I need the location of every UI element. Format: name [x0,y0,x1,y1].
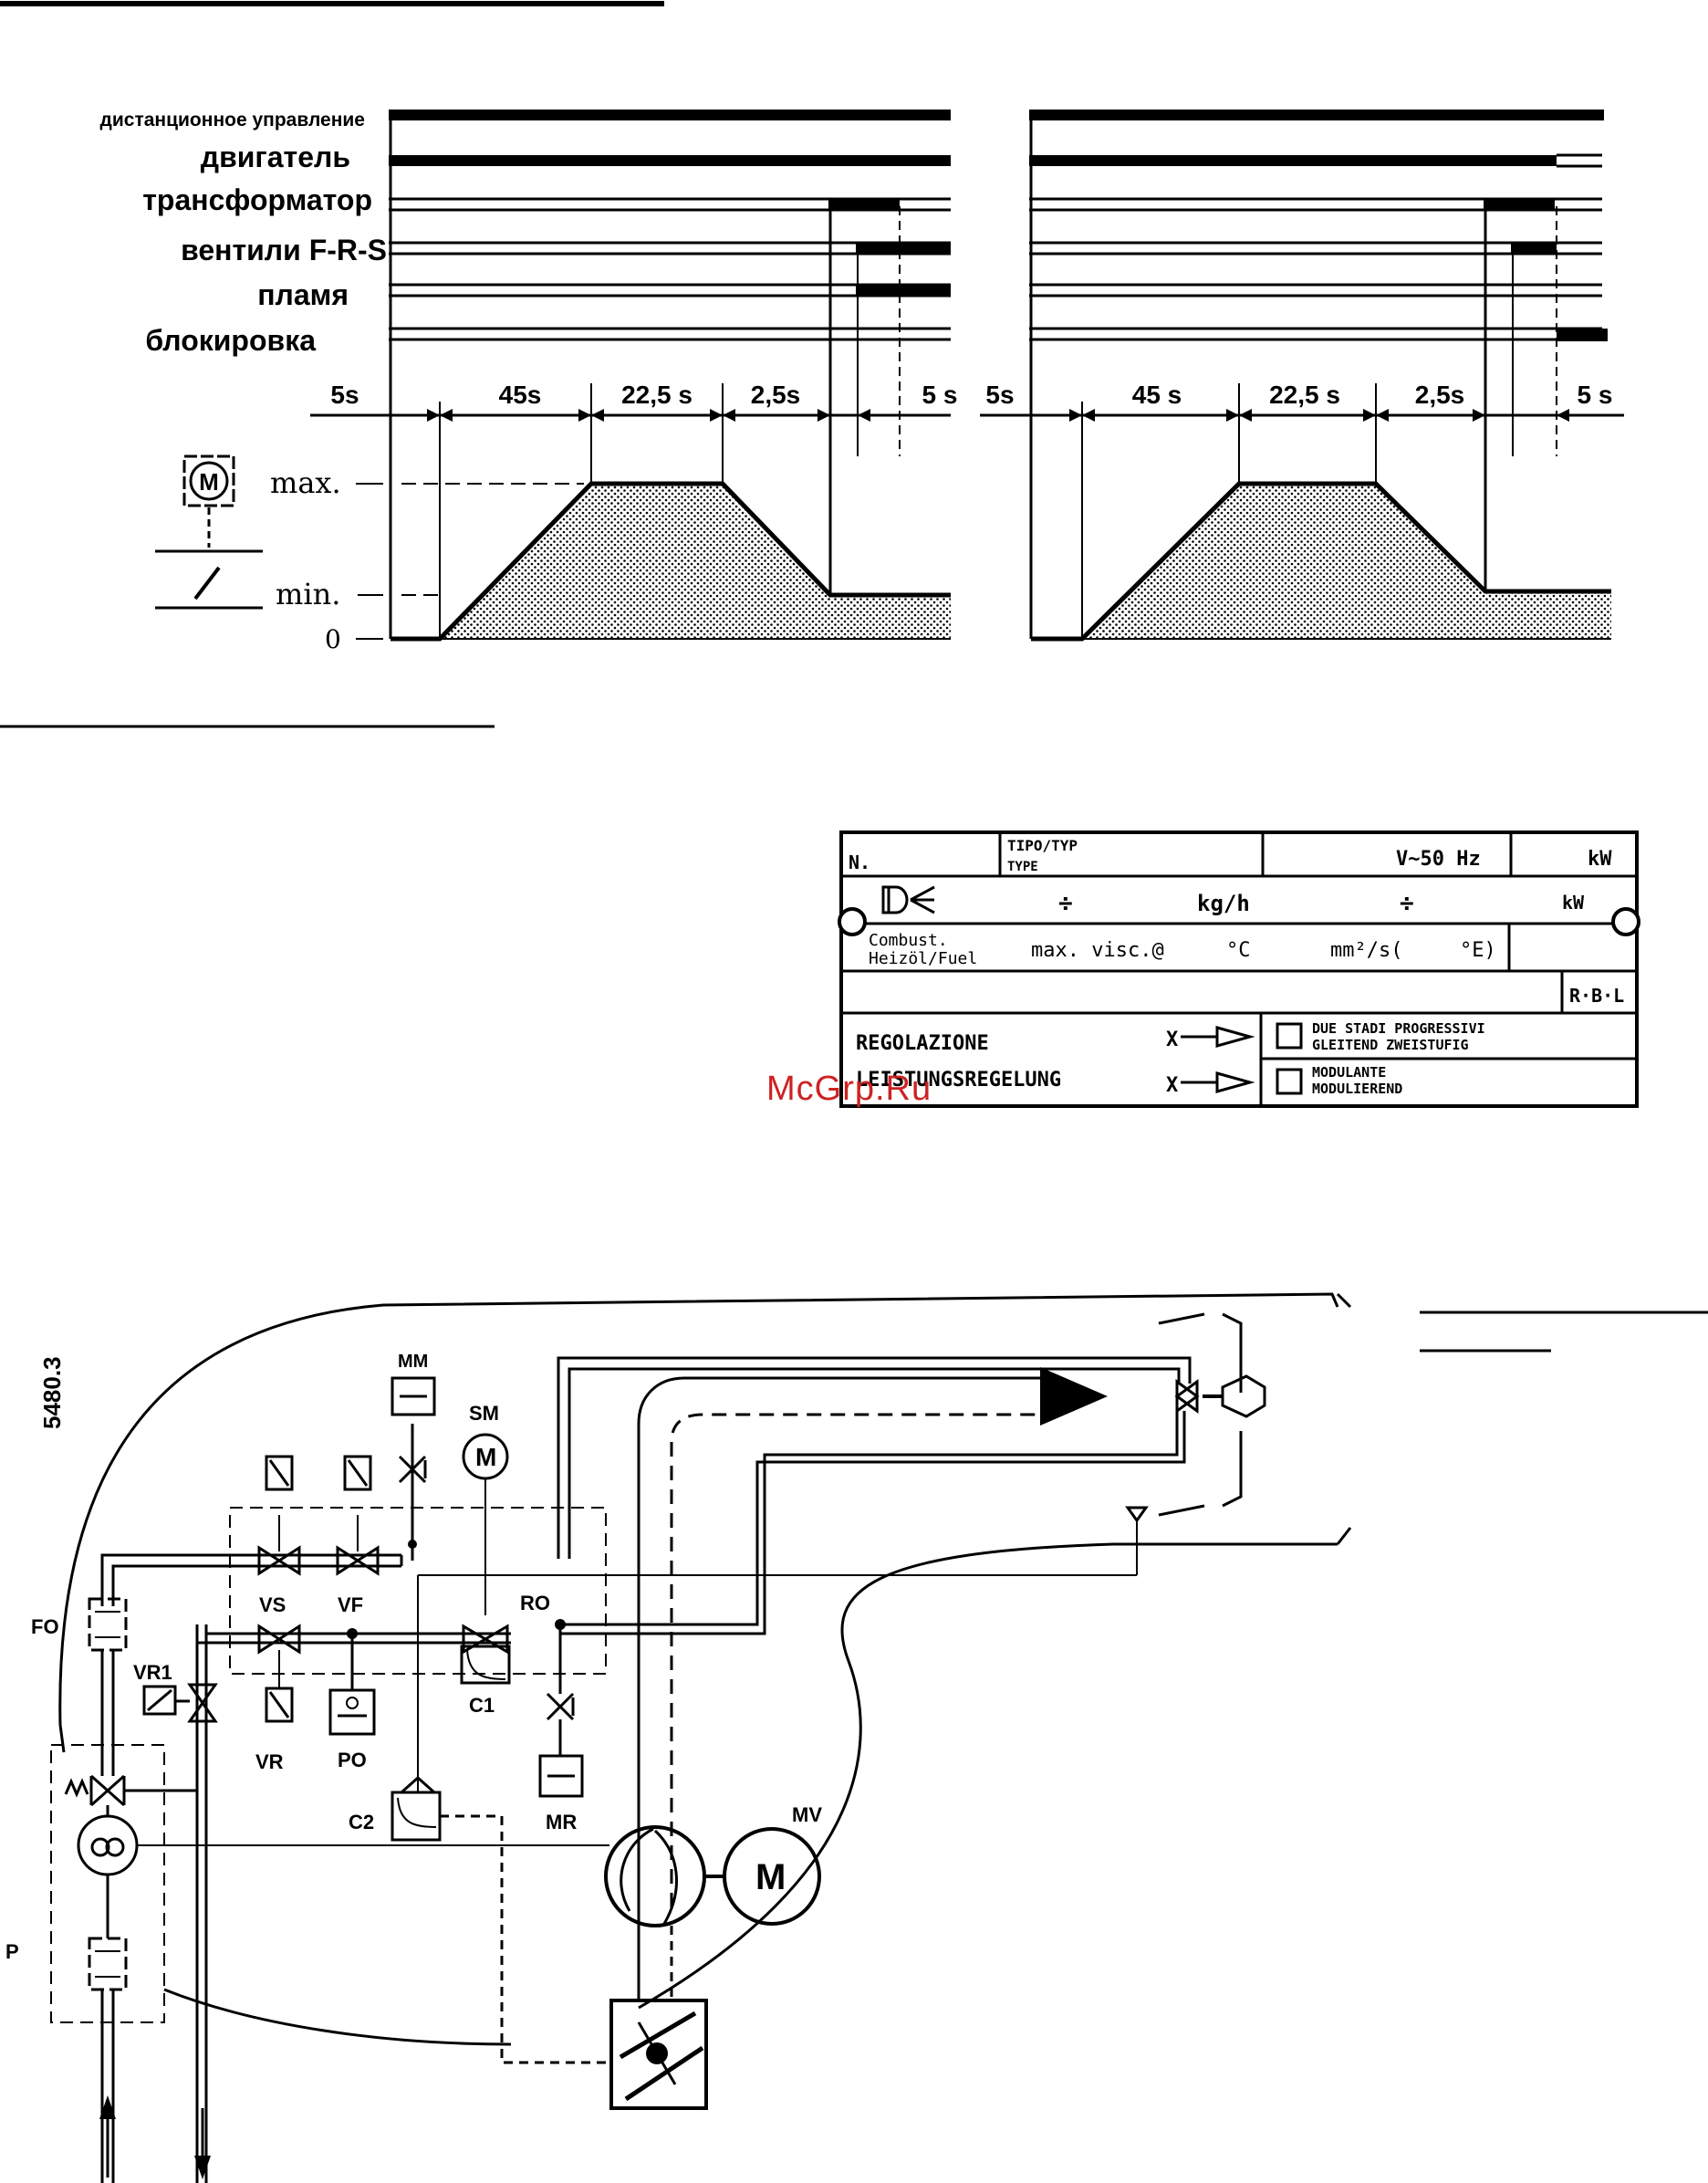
signal-label-valves: вентили F-R-S [181,234,387,266]
np-gleitend: GLEITEND ZWEISTUFIG [1312,1037,1469,1053]
lbl-p: P [5,1940,19,1963]
hydraulic-schematic [50,1292,1352,2183]
np-maxvisc: max. visc.@ [1031,939,1164,962]
lbl-vr1: VR1 [133,1661,172,1684]
level-max-label: max. [270,465,341,500]
timing-right [980,110,1624,642]
np-tipo: TIPO/TYP [1007,837,1078,854]
lbl-m-sm: M [475,1443,496,1471]
schematic-labels: 5480.3 MM SM M VS VF RO C1 FO VR1 VR PO … [5,1352,822,1963]
np-div1: ÷ [1058,890,1073,917]
dur-right-ignition: 5 s [1578,381,1613,409]
lbl-ro: RO [520,1592,550,1614]
lbl-vs: VS [259,1593,286,1616]
lbl-vf: VF [338,1593,363,1616]
np-kw: kW [1588,848,1612,871]
servomotor-m-label: M [199,468,219,496]
np-dege: °E) [1460,939,1496,962]
np-kgh: kg/h [1197,891,1250,916]
dur-right-max: 22,5 s [1269,381,1340,409]
np-type: TYPE [1007,860,1038,874]
np-kw2: kW [1562,892,1585,914]
dur-left-closing: 2,5s [751,381,801,409]
np-degc: °C [1226,939,1251,962]
watermark-text: McGrp.Ru [766,1070,932,1108]
servomotor-symbol [155,454,263,610]
lbl-mm: MM [398,1352,428,1372]
dur-left-opening: 45s [499,381,542,409]
np-combust: Combust. [869,931,948,950]
signal-label-motor: двигатель [201,141,350,173]
np-regolazione: REGOLAZIONE [856,1032,989,1055]
dur-left-ignition: 5 s [922,381,958,409]
signal-label-transformer: трансформатор [142,183,372,216]
lbl-drawing-no: 5480.3 [38,1356,66,1429]
dur-right-closing: 2,5s [1415,381,1465,409]
np-x2: X [1166,1074,1178,1097]
np-voltage: V~50 Hz [1396,848,1481,871]
np-heizol: Heizöl/Fuel [869,949,977,968]
nameplate-text: N. TIPO/TYP TYPE V~50 Hz kW ÷ kg/h ÷ kW … [849,837,1624,1097]
level-min-label: min. [276,577,340,611]
np-mm2s: mm²/s( [1330,939,1402,962]
lbl-mv: MV [792,1803,822,1826]
level-zero-label: 0 [325,624,341,654]
timing-diagram: дистанционное управление двигатель транс… [100,110,1624,654]
lbl-vr: VR [255,1750,284,1773]
dur-right-opening: 45 s [1132,381,1182,409]
dur-left-max: 22,5 s [621,381,693,409]
np-rbl: R·B·L [1569,985,1624,1007]
lbl-c2: C2 [349,1811,374,1833]
np-modulierend: MODULIEREND [1312,1081,1402,1097]
lbl-mr: MR [546,1811,577,1833]
np-n: N. [849,851,870,873]
np-leistung: LEISTUNGSREGELUNG [856,1069,1061,1092]
signal-label-flame: пламя [257,278,349,311]
signal-label-remote: дистанционное управление [100,110,365,131]
lbl-m-mv: M [755,1857,786,1897]
np-x1: X [1166,1029,1178,1051]
dur-left-prepurge: 5s [330,381,359,409]
np-modulante: MODULANTE [1312,1064,1386,1081]
signal-label-lockout: блокировка [145,324,316,357]
np-div2: ÷ [1400,890,1414,917]
np-due-stadi: DUE STADI PROGRESSIVI [1312,1020,1485,1037]
lbl-po: PO [338,1749,367,1771]
nameplate [838,830,1640,1108]
lbl-c1: C1 [469,1694,495,1717]
dur-right-prepurge: 5s [985,381,1014,409]
lbl-sm: SM [469,1402,499,1425]
timing-left [310,110,951,642]
lbl-fo: FO [31,1615,59,1638]
